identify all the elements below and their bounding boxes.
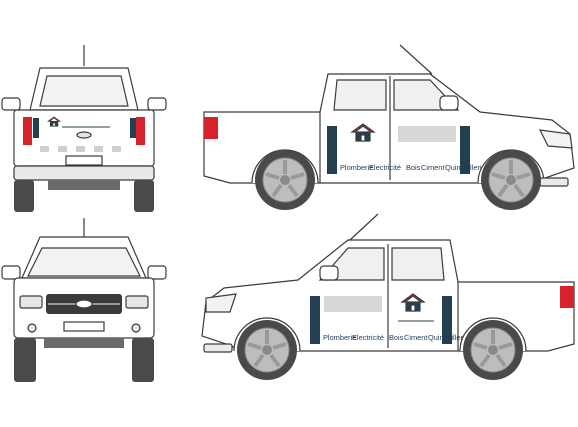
rear-wheel: [253, 148, 317, 212]
blurred-contact: [398, 126, 456, 142]
plate: [65, 155, 103, 166]
rear-tire-right: [134, 180, 154, 212]
headlight: [205, 293, 237, 313]
fog-light-right: [131, 323, 141, 333]
right-mirror: [147, 265, 167, 280]
panel-strip-right: [130, 118, 136, 138]
tail-light-right: [136, 117, 145, 145]
front-view: [1, 218, 167, 382]
front-bumper: [539, 177, 569, 187]
service-bois: Bois: [389, 333, 404, 342]
tail-light: [560, 286, 574, 308]
tail-light: [204, 117, 218, 139]
rear-tire-left: [14, 180, 34, 212]
windshield: [27, 247, 141, 277]
service-plomberie: Plomberie: [340, 163, 373, 172]
services-line: Plomberie Electricité Bois Ciment Quinca…: [340, 163, 486, 172]
service-plomberie: Plomberie: [323, 333, 356, 342]
rear-badge: [76, 131, 92, 139]
side-mirror: [319, 265, 339, 281]
service-ciment: Ciment: [404, 333, 427, 342]
front-badge: [75, 299, 93, 309]
services-line: Plomberie Electricité Bois Ciment Quinca…: [323, 333, 469, 342]
front-tire-right: [132, 338, 154, 382]
tail-light-left: [23, 117, 32, 145]
headlight-right: [125, 295, 149, 309]
right-mirror: [147, 97, 167, 111]
blurred-contact: [324, 296, 382, 312]
service-electricite: Electricité: [369, 163, 401, 172]
service-quincaillerie: Quincaillerie: [428, 333, 469, 342]
panel-rear: [327, 126, 337, 174]
rear-door-window: [333, 79, 387, 111]
service-bois: Bois: [406, 163, 421, 172]
front-tire-left: [14, 338, 36, 382]
rear-view: [1, 45, 167, 212]
headlight-left: [19, 295, 43, 309]
rear-bumper: [13, 165, 155, 181]
plate: [63, 321, 105, 332]
service-quincaillerie: Quincaillerie: [445, 163, 486, 172]
panel-strip-left: [33, 118, 39, 138]
antenna: [349, 213, 379, 241]
rear-wheel: [461, 318, 525, 382]
front-axle: [44, 338, 124, 348]
front-wheel: [479, 148, 543, 212]
panel-rear: [442, 296, 452, 344]
panel-front: [310, 296, 320, 344]
service-electricite: Electricité: [352, 333, 384, 342]
front-bumper: [203, 343, 233, 353]
antenna: [399, 44, 433, 75]
panel-front: [460, 126, 470, 174]
rear-door-window: [391, 247, 445, 281]
left-mirror: [1, 265, 21, 280]
service-ciment: Ciment: [421, 163, 444, 172]
side-mirror: [439, 95, 459, 111]
rear-axle: [48, 180, 120, 190]
tailgate-checker: [40, 146, 121, 152]
front-wheel: [235, 318, 299, 382]
headlight: [538, 129, 573, 149]
rear-window: [39, 75, 129, 107]
fog-light-left: [27, 323, 37, 333]
left-mirror: [1, 97, 21, 111]
